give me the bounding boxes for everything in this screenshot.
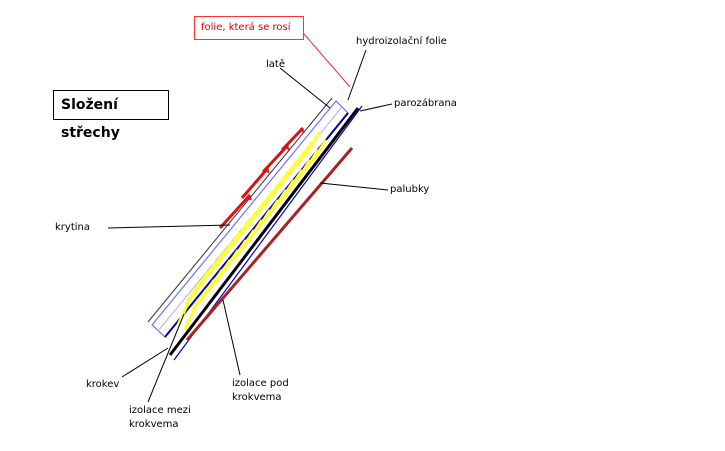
label-insulation-under-2: krokvema — [232, 392, 282, 403]
vapor-barrier — [168, 107, 360, 356]
label-battens: latě — [266, 59, 285, 70]
insulation-between-rafters — [176, 131, 322, 326]
label-insulation-between-1: izolace mezi — [129, 405, 191, 416]
leader-izolace-pod — [222, 299, 241, 376]
leader-parozabrana — [359, 103, 393, 112]
label-insulation-between-2: krokvema — [129, 419, 179, 430]
label-waterproof-membrane: hydroizolační folie — [356, 36, 447, 47]
boards — [185, 147, 354, 341]
leader-krytina — [107, 224, 231, 229]
leader-late — [279, 67, 331, 109]
label-boards: palubky — [390, 184, 430, 195]
batten-line — [147, 97, 333, 323]
label-vapor-barrier: parozábrana — [394, 98, 457, 109]
leader-krokev — [121, 347, 169, 378]
tile-hooks — [247, 127, 305, 201]
label-roofing: krytina — [55, 222, 90, 233]
leader-hydroizolacni — [347, 49, 367, 101]
condensation-note: folie, která se rosí — [194, 16, 304, 40]
label-insulation-under-1: izolace pod — [232, 378, 289, 389]
leader-note — [303, 33, 351, 88]
diagram-title: Složení střechy — [53, 90, 169, 141]
leader-palubky — [319, 182, 389, 191]
leader-izolace-mezi — [147, 313, 185, 403]
insulation-under-rafters — [183, 139, 328, 331]
roof-tiles — [218, 126, 305, 230]
label-rafter: krokev — [86, 379, 120, 390]
